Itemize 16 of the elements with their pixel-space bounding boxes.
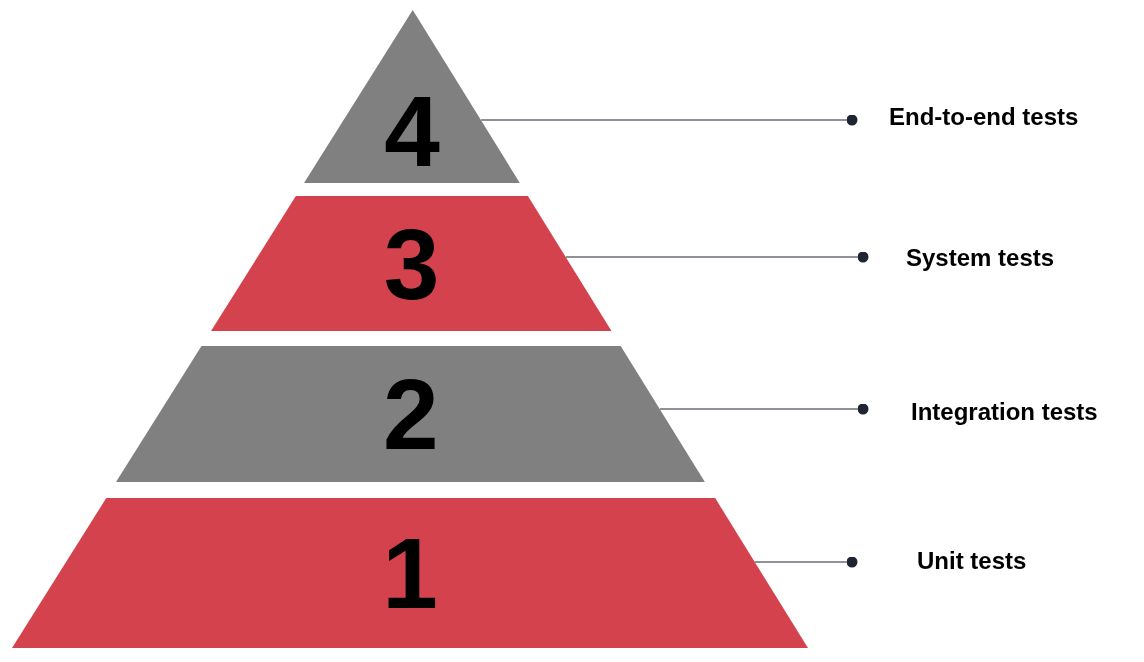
pyramid-tier <box>12 498 808 648</box>
leader-line <box>754 556 858 568</box>
pyramid-tier <box>116 346 706 482</box>
tier-label: End-to-end tests <box>889 103 1079 131</box>
leader-line <box>480 114 858 126</box>
leader-line <box>565 251 869 263</box>
tier-number: 1 <box>382 523 438 623</box>
leader-line <box>659 403 869 415</box>
pyramid-tier <box>211 196 612 331</box>
pyramid-tier <box>304 10 521 183</box>
tier-number: 3 <box>383 213 440 314</box>
tier-label: System tests <box>906 244 1055 272</box>
tier-label: Integration tests <box>911 398 1098 426</box>
tier-label: Unit tests <box>917 547 1027 575</box>
tier-number: 2 <box>382 364 439 464</box>
tier-number: 4 <box>384 81 440 182</box>
